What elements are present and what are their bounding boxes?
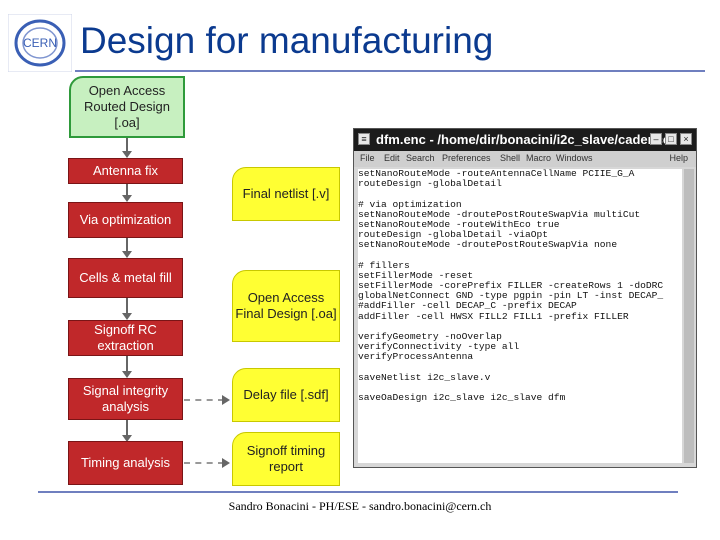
output-final-netlist: Final netlist [.v] (232, 167, 340, 221)
output-final-design: Open Access Final Design [.oa] (232, 270, 340, 342)
window-menu-icon[interactable]: ≡ (358, 133, 370, 145)
menu-edit[interactable]: Edit (384, 153, 400, 163)
code-line: saveOaDesign i2c_slave i2c_slave dfm (358, 392, 566, 404)
code-line: addFiller -cell HWSX FILL2 FILL1 -prefix… (358, 310, 629, 322)
maximize-icon[interactable]: □ (665, 133, 677, 145)
menu-search[interactable]: Search (406, 153, 435, 163)
menu-help[interactable]: Help (669, 153, 688, 163)
arrow-down-icon (122, 151, 132, 158)
code-line: verifyGeometry -noOverlap (358, 331, 502, 342)
code-line: setFillerMode -reset (358, 269, 474, 281)
code-line: setNanoRouteMode -routeAntennaCellName P… (358, 169, 635, 179)
editor-text-area[interactable]: setNanoRouteMode -routeAntennaCellName P… (358, 169, 682, 463)
step-signal-integrity-label: Signal integrity analysis (82, 383, 169, 414)
code-line: #addFiller -cell DECAP_C -prefix DECAP (358, 300, 577, 312)
step-cells-metal-fill: Cells & metal fill (68, 258, 183, 298)
code-line: saveNetlist i2c_slave.v (358, 371, 491, 383)
editor-scrollbar[interactable] (684, 169, 694, 463)
code-line: setNanoRouteMode -routeWithEco true (358, 218, 560, 230)
slide-title: Design for manufacturing (80, 20, 494, 61)
connector (126, 138, 128, 152)
code-line: verifyProcessAntenna (358, 351, 474, 363)
step-timing-analysis: Timing analysis (68, 441, 183, 485)
connector (126, 298, 128, 314)
menu-preferences[interactable]: Preferences (442, 153, 491, 163)
connector (126, 420, 128, 436)
step-signoff-rc-extraction-label: Signoff RC extraction (94, 322, 157, 353)
step-signoff-rc-extraction: Signoff RC extraction (68, 320, 183, 356)
output-final-design-label: Open Access Final Design [.oa] (235, 290, 337, 321)
arrow-down-icon (122, 313, 132, 320)
title-underline (75, 70, 705, 72)
step-timing-analysis-label: Timing analysis (80, 455, 171, 470)
menu-shell[interactable]: Shell (500, 153, 521, 163)
step-antenna-fix-label: Antenna fix (92, 163, 159, 178)
editor-window: dfm.enc - /home/dir/bonacini/i2c_slave/c… (353, 128, 697, 468)
footer-divider (38, 491, 678, 493)
logo-text: CERN (23, 36, 57, 50)
step-cells-metal-fill-label: Cells & metal fill (79, 270, 172, 285)
code-line: globalNetConnect GND -type pgpin -pin LT… (358, 290, 664, 302)
code-line: setNanoRouteMode -droutePostRouteSwapVia… (358, 208, 641, 220)
arrow-down-icon (122, 195, 132, 202)
arrow-down-icon (122, 435, 132, 442)
code-line: routeDesign -globalDetail -viaOpt (358, 229, 548, 241)
footer-text: Sandro Bonacini - PH/ESE - sandro.bonaci… (228, 499, 492, 513)
output-final-netlist-label: Final netlist [.v] (242, 186, 330, 201)
menu-windows[interactable]: Windows (556, 153, 593, 163)
editor-menubar: File Edit Search Preferences Shell Macro… (354, 151, 696, 167)
code-line: routeDesign -globalDetail (358, 178, 502, 190)
menu-file[interactable]: File (360, 153, 375, 163)
arrow-right-icon (222, 458, 230, 468)
output-delay-file-label: Delay file [.sdf] (243, 387, 329, 402)
output-delay-file: Delay file [.sdf] (232, 368, 340, 422)
input-routed-design-label: Open Access Routed Design [.oa] (84, 83, 170, 130)
output-connector (184, 462, 224, 464)
step-via-optimization: Via optimization (68, 202, 183, 238)
code-line: # via optimization (358, 198, 462, 210)
arrow-right-icon (222, 395, 230, 405)
minimize-icon[interactable]: – (650, 133, 662, 145)
connector (126, 184, 128, 196)
code-line: setFillerMode -corePrefix FILLER -create… (358, 280, 664, 292)
arrow-down-icon (122, 371, 132, 378)
output-signoff-timing-report: Signoff timing report (232, 432, 340, 486)
close-icon[interactable]: × (680, 133, 692, 145)
step-via-optimization-label: Via optimization (79, 212, 172, 227)
step-antenna-fix: Antenna fix (68, 158, 183, 184)
code-line: verifyConnectivity -type all (358, 341, 520, 353)
arrow-down-icon (122, 251, 132, 258)
editor-title: dfm.enc - /home/dir/bonacini/i2c_slave/c… (354, 129, 696, 151)
menu-macro[interactable]: Macro (526, 153, 552, 163)
output-connector (184, 399, 224, 401)
cern-logo: CERN (8, 14, 72, 72)
code-line: setNanoRouteMode -droutePostRouteSwapVia… (358, 239, 618, 251)
code-line: # fillers (358, 259, 410, 271)
connector (126, 238, 128, 252)
output-signoff-timing-report-label: Signoff timing report (246, 443, 326, 474)
step-signal-integrity: Signal integrity analysis (68, 378, 183, 420)
input-routed-design: Open Access Routed Design [.oa] (69, 76, 185, 138)
connector (126, 356, 128, 372)
